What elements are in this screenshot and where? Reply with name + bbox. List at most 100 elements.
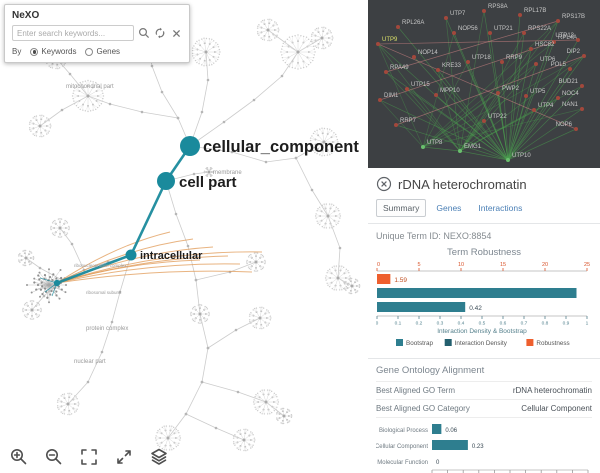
svg-text:UTP6: UTP6 <box>540 57 556 63</box>
svg-text:MPP10: MPP10 <box>440 88 460 94</box>
network-node-utp18[interactable] <box>466 60 470 64</box>
svg-text:UTP4: UTP4 <box>538 103 554 109</box>
svg-text:NOP56: NOP56 <box>458 26 478 32</box>
network-node-noc4[interactable] <box>556 96 560 100</box>
network-node-rrp9[interactable] <box>500 60 504 64</box>
tree-node-cellular-component[interactable] <box>180 136 200 156</box>
svg-text:membrane: membrane <box>213 170 242 176</box>
network-node-emg1[interactable] <box>458 149 462 153</box>
network-node-mpp10[interactable] <box>434 93 438 97</box>
network-node-utp4[interactable] <box>532 108 536 112</box>
search-row <box>12 25 182 41</box>
term-id-label: Unique Term ID: <box>376 231 441 241</box>
network-node-utp13[interactable] <box>576 38 580 42</box>
svg-text:0.06: 0.06 <box>445 428 457 434</box>
network-node-nop6[interactable] <box>574 127 578 131</box>
network-node-dip2[interactable] <box>582 54 586 58</box>
svg-text:RRP7: RRP7 <box>400 118 417 124</box>
network-node-hsc82[interactable] <box>529 47 533 51</box>
network-node-utp21[interactable] <box>488 31 492 35</box>
svg-text:DIM1: DIM1 <box>384 93 399 99</box>
fit-to-window-button[interactable] <box>76 445 102 469</box>
svg-text:0.8: 0.8 <box>542 321 549 327</box>
network-node-pol5[interactable] <box>568 67 572 71</box>
svg-text:0.9: 0.9 <box>563 321 570 327</box>
svg-text:Molecular Function: Molecular Function <box>377 460 428 466</box>
radio-icon <box>85 47 94 56</box>
svg-text:RPS22A: RPS22A <box>528 26 551 32</box>
svg-text:0.7: 0.7 <box>521 321 528 327</box>
network-node-rps17b[interactable] <box>556 19 560 23</box>
svg-text:25: 25 <box>584 262 590 268</box>
tree-node-intracellular[interactable] <box>125 249 137 261</box>
term-id-value: NEXO:8854 <box>443 231 492 241</box>
network-node-pwp2[interactable] <box>496 91 500 95</box>
network-node-bud21[interactable] <box>580 84 584 88</box>
network-node-utp15[interactable] <box>405 87 409 91</box>
expand-view-button[interactable] <box>111 445 137 469</box>
svg-text:NAN1: NAN1 <box>562 102 579 108</box>
svg-text:PWP2: PWP2 <box>502 86 520 92</box>
network-node-nop14[interactable] <box>412 55 416 59</box>
network-node-dim1[interactable] <box>378 98 382 102</box>
layers-button[interactable] <box>146 445 172 469</box>
tree-node-cell-part[interactable] <box>157 172 175 190</box>
network-node-rpl17b[interactable] <box>518 13 522 17</box>
network-node-rpl4a[interactable] <box>552 40 556 44</box>
network-node-utp5[interactable] <box>524 94 528 98</box>
network-node-rrp7[interactable] <box>394 123 398 127</box>
svg-text:RPS8A: RPS8A <box>488 4 508 10</box>
zoom-out-button[interactable] <box>41 445 67 469</box>
svg-text:UTP10: UTP10 <box>512 153 531 159</box>
network-node-utp22[interactable] <box>482 119 486 123</box>
robustness-title: Term Robustness <box>447 247 521 258</box>
search-mode-genes[interactable]: Genes <box>85 47 120 56</box>
tab-interactions[interactable]: Interactions <box>471 199 529 217</box>
svg-text:0.4: 0.4 <box>458 321 465 327</box>
svg-text:0: 0 <box>436 460 440 466</box>
svg-text:UTP22: UTP22 <box>488 114 507 120</box>
svg-text:Interaction Density: Interaction Density <box>455 340 508 347</box>
svg-text:intracellular: intracellular <box>140 250 203 262</box>
search-input[interactable] <box>12 25 134 41</box>
zoom-in-button[interactable] <box>6 445 32 469</box>
svg-text:NOP14: NOP14 <box>418 50 438 56</box>
svg-text:cellular_component: cellular_component <box>203 138 359 156</box>
network-node-kre33[interactable] <box>436 68 440 72</box>
svg-text:UTP8: UTP8 <box>427 140 443 146</box>
svg-text:BUD21: BUD21 <box>559 79 579 85</box>
svg-text:RPS17B: RPS17B <box>562 14 585 20</box>
svg-text:HSC82: HSC82 <box>535 42 555 48</box>
network-node-nan1[interactable] <box>580 107 584 111</box>
network-node-nop56[interactable] <box>452 31 456 35</box>
svg-text:ribosomal subunit: ribosomal subunit <box>86 290 122 295</box>
tab-summary[interactable]: Summary <box>376 199 427 217</box>
svg-text:mitochondrial part: mitochondrial part <box>66 84 114 90</box>
network-node-rps22a[interactable] <box>522 31 526 35</box>
clear-icon[interactable] <box>170 27 182 39</box>
close-icon[interactable] <box>376 176 392 192</box>
network-node-utp7[interactable] <box>444 16 448 20</box>
search-mode-keywords[interactable]: Keywords <box>30 47 76 56</box>
svg-text:UTP13: UTP13 <box>555 33 574 39</box>
svg-text:UTP9: UTP9 <box>382 37 398 43</box>
search-icon[interactable] <box>138 27 150 39</box>
network-node-rps8a[interactable] <box>482 9 486 13</box>
network-node-utp8[interactable] <box>421 145 425 149</box>
network-node-utp9[interactable] <box>376 42 380 46</box>
network-node-utp10[interactable] <box>506 158 510 162</box>
network-node-utp6[interactable] <box>534 62 538 66</box>
svg-text:20: 20 <box>542 262 548 268</box>
network-node-rpl26a[interactable] <box>396 25 400 29</box>
tab-genes[interactable]: Genes <box>429 199 468 217</box>
gene-network-canvas[interactable]: UTP9RPL26AUTP7NOP56RPS8ARPL17BRPS17BUTP2… <box>368 0 600 168</box>
network-node-rpa49[interactable] <box>384 70 388 74</box>
refresh-icon[interactable] <box>154 27 166 39</box>
